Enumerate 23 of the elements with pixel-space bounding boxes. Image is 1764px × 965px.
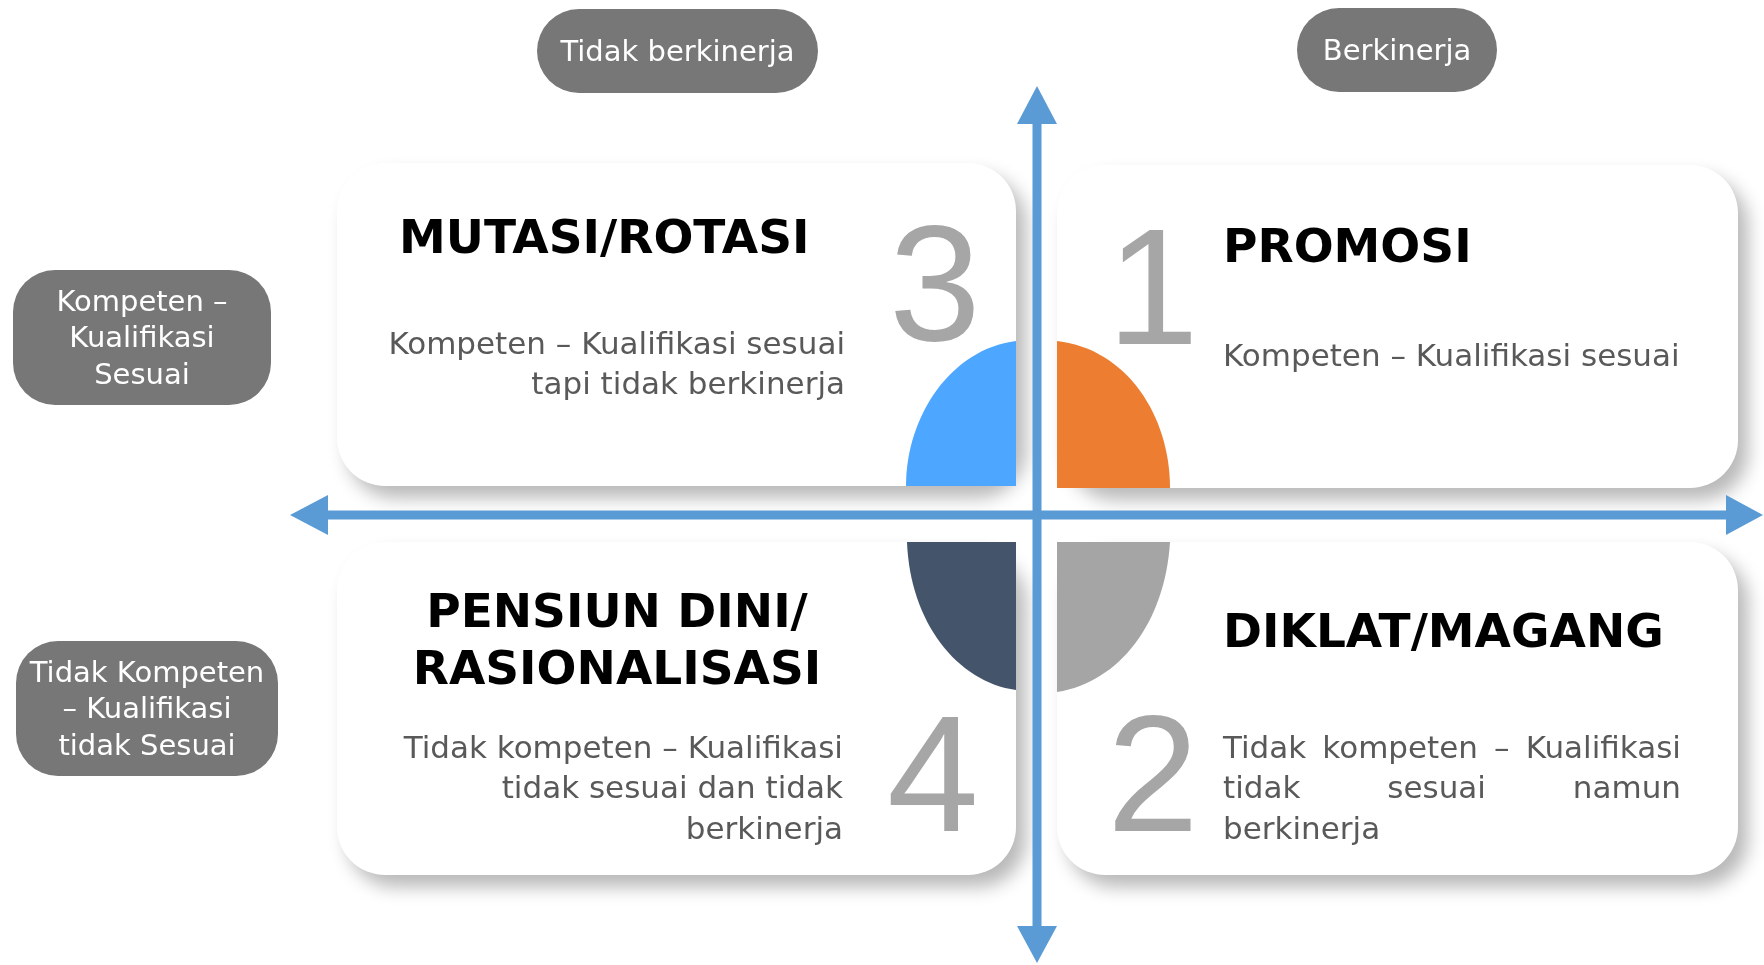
leaf-shape: [907, 542, 1016, 690]
quadrant-card: [337, 542, 1016, 875]
axis-label-pill: Kompeten – Kualifikasi Sesuai: [13, 270, 271, 405]
axis-label-pill: Tidak Kompeten – Kualifikasi tidak Sesuai: [16, 641, 278, 776]
quadrant-number: 4: [887, 692, 979, 857]
leaf-shape: [1057, 542, 1170, 692]
quadrant-card: [1057, 165, 1738, 488]
quadrant-number: 1: [1107, 205, 1199, 370]
quadrant-card: [337, 163, 1016, 486]
quadrant-description: Tidak kompeten – Kualifikasi tidak sesuai dan tidak berkinerja: [402, 728, 843, 848]
leaf-shape: [906, 341, 1016, 486]
quadrant-heading: MUTASI/ROTASI: [399, 208, 811, 266]
quadrant-description: Tidak kompeten – Kualifikasi tidak sesuai namun berkinerja: [1223, 728, 1681, 848]
axis-label-pill: Tidak berkinerja: [537, 9, 818, 93]
axis-label-pill: Berkinerja: [1297, 8, 1497, 92]
quadrant-description: Kompeten – Kualifikasi sesuai tapi tidak berkinerja: [387, 324, 845, 404]
quadrant-heading: PROMOSI: [1223, 217, 1473, 275]
quadrant-heading: PENSIUN DINI/ RASIONALISASI: [411, 582, 823, 697]
quadrant-number: 3: [889, 201, 981, 366]
quadrant-description: Kompeten – Kualifikasi sesuai: [1223, 336, 1681, 375]
quadrant-card: [1057, 542, 1738, 875]
quadrant-number: 2: [1107, 692, 1199, 857]
quadrant-heading: DIKLAT/MAGANG: [1223, 602, 1665, 660]
